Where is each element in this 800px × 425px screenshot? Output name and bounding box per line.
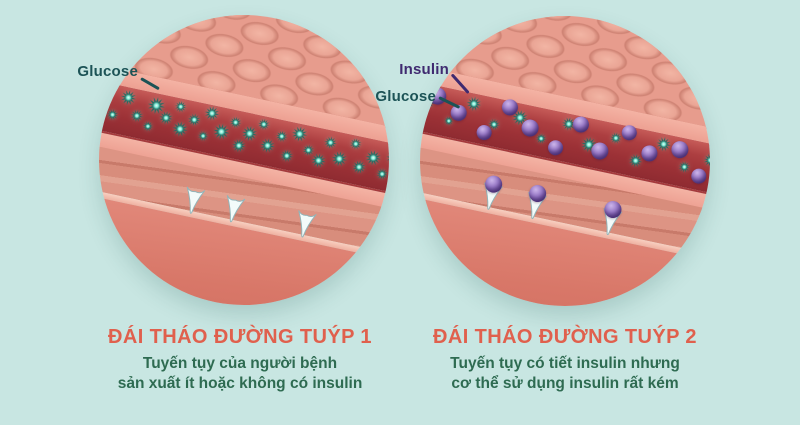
glucose-molecule [655, 135, 673, 153]
glucose-receptor [221, 194, 246, 225]
glucose-molecule [119, 88, 138, 107]
glucose-molecule [608, 131, 622, 145]
glucose-molecule [627, 152, 644, 169]
insulin-label-right: Insulin [399, 61, 449, 78]
glucose-molecule [534, 132, 547, 145]
glucose-molecule [702, 152, 710, 169]
insulin-bound-receptor [522, 183, 548, 222]
glucose-molecule [203, 105, 221, 123]
glucose-molecule [230, 137, 247, 154]
glucose-molecule [257, 117, 271, 131]
glucose-molecule [187, 112, 202, 127]
glucose-molecule [677, 160, 691, 174]
glucose-molecule [171, 120, 190, 139]
glucose-molecule [323, 135, 338, 150]
glucose-molecule [211, 122, 231, 142]
glucose-molecule [560, 116, 577, 133]
glucose-molecule [228, 115, 242, 129]
type2-caption: ĐÁI THÁO ĐƯỜNG TUÝP 2 Tuyến tụy có tiết … [395, 326, 735, 394]
glucose-molecule [275, 129, 289, 143]
glucose-molecule [259, 137, 277, 155]
glucose-label-left: Glucose [77, 63, 138, 80]
type1-vessel-layers [99, 15, 389, 305]
receptor-row [420, 16, 710, 306]
blood-vessel-lumen [99, 71, 389, 204]
glucose-molecule [301, 143, 315, 157]
type2-title: ĐÁI THÁO ĐƯỜNG TUÝP 2 [433, 326, 697, 348]
blood-vessel-lumen [420, 72, 710, 205]
glucose-molecule [279, 148, 294, 163]
glucose-receptor [181, 186, 206, 217]
glucose-molecule [290, 124, 309, 143]
insulin-bound-receptor [478, 174, 504, 213]
receptor-row [99, 15, 389, 305]
glucose-molecule [364, 148, 383, 167]
type2-description-line1: Tuyến tụy có tiết insulin nhưng [450, 355, 680, 372]
glucose-molecule [105, 108, 119, 122]
glucose-molecule [141, 120, 154, 133]
type1-description-line1: Tuyến tụy của người bệnh [142, 355, 338, 372]
glucose-receptor [292, 209, 317, 240]
glucose-molecule [145, 95, 166, 116]
glucose-molecule [465, 95, 483, 113]
glucose-molecule [240, 124, 259, 143]
type1-description-line2: sản xuất ít hoặc không có insulin [117, 375, 363, 392]
glucose-molecule [173, 100, 187, 114]
glucose-molecule [310, 152, 328, 170]
insulin-bound-receptor [597, 199, 623, 238]
glucose-molecule [330, 149, 349, 168]
glucose-molecule [350, 159, 367, 176]
glucose-molecule [487, 117, 501, 131]
type1-illustration-circle [99, 15, 389, 305]
type2-illustration-circle [420, 16, 710, 306]
glucose-molecule [157, 110, 174, 127]
glucose-molecule [443, 115, 455, 127]
glucose-label-right: Glucose [375, 88, 436, 105]
type1-title: ĐÁI THÁO ĐƯỜNG TUÝP 1 [108, 326, 372, 348]
glucose-molecule [375, 167, 389, 181]
type1-caption: ĐÁI THÁO ĐƯỜNG TUÝP 1 Tuyến tụy của ngườ… [60, 326, 420, 394]
glucose-molecule [197, 130, 210, 143]
type2-description-line2: cơ thể sử dụng insulin rất kém [451, 375, 679, 392]
glucose-molecule [99, 90, 112, 108]
glucose-molecule [129, 108, 144, 123]
type2-vessel-layers [420, 16, 710, 306]
glucose-molecule [348, 137, 362, 151]
